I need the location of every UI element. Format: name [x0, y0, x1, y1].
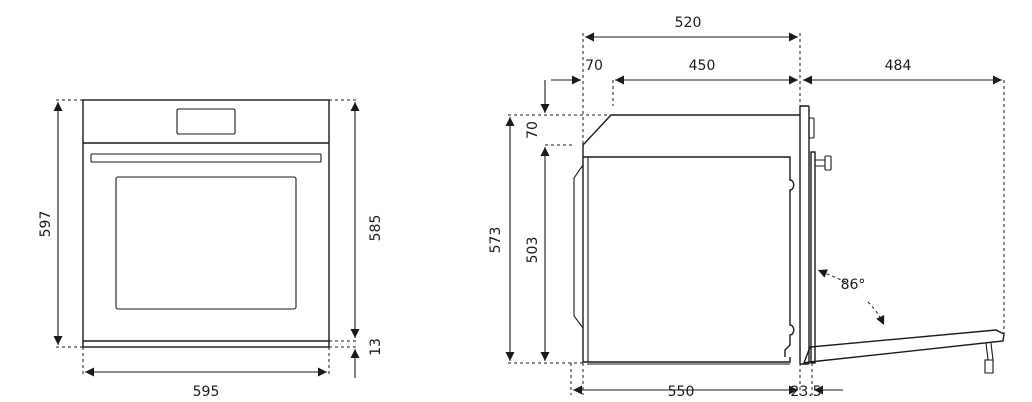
label-573: 573: [488, 227, 504, 254]
label-585: 585: [368, 215, 384, 242]
side-view: 520 70 450 484 70 573 503 550 23.5 86°: [488, 15, 1005, 400]
open-door: [802, 329, 1005, 364]
label-595: 595: [193, 384, 220, 400]
angle-arc-bottom: [867, 301, 885, 326]
door-handle-knob: [824, 155, 832, 171]
label-484: 484: [885, 58, 912, 74]
front-view: 597 585 13 595: [38, 99, 384, 400]
rear-panel: [583, 156, 589, 362]
label-13: 13: [368, 338, 384, 356]
door-foot: [984, 342, 994, 374]
door-side: [810, 151, 816, 364]
rear-fan-housing: [573, 164, 584, 329]
label-550: 550: [668, 384, 695, 400]
door-handle-stem: [815, 159, 825, 167]
label-86-degrees: 86°: [841, 277, 866, 293]
label-450: 450: [689, 58, 716, 74]
label-23-5: 23.5: [790, 384, 821, 400]
front-panel: [799, 105, 810, 365]
label-520: 520: [675, 15, 702, 31]
label-503: 503: [525, 237, 541, 264]
control-knob: [808, 117, 815, 139]
door-window: [115, 176, 297, 310]
oven-side-outline: [582, 114, 800, 363]
door-handle: [90, 153, 322, 163]
label-70-depth: 70: [585, 58, 603, 74]
display-panel: [176, 108, 236, 135]
label-70-height: 70: [525, 121, 541, 139]
label-597: 597: [38, 211, 54, 238]
oven-front-outline: [82, 99, 330, 348]
angle-arc-top: [817, 269, 847, 283]
